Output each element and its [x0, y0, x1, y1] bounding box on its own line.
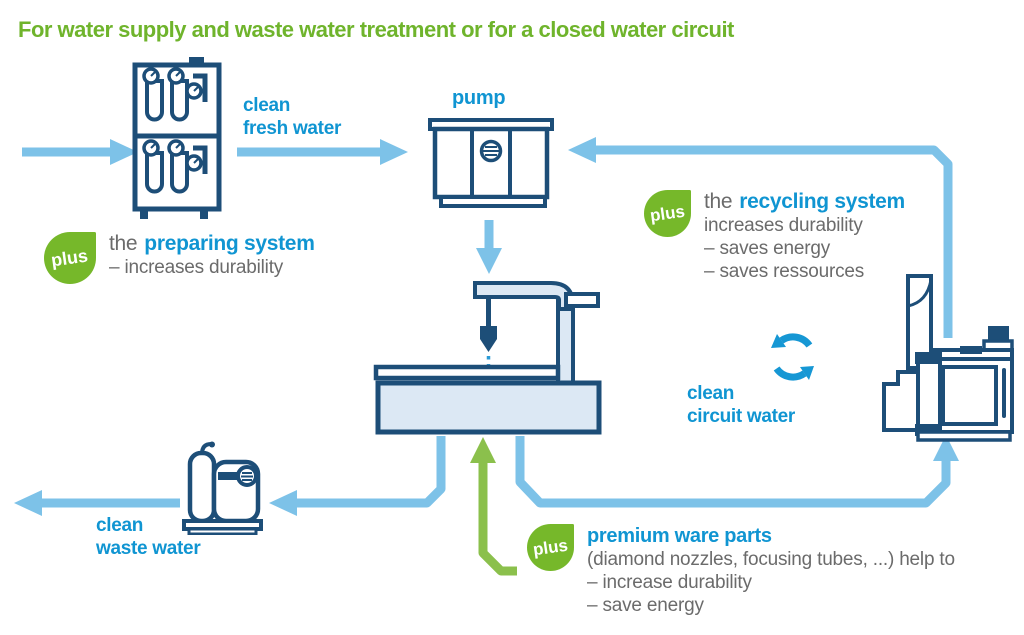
premium-callout: plus premium ware parts (diamond nozzles… — [527, 524, 955, 617]
preparing-system-icon — [132, 57, 222, 219]
premium-callout-text: premium ware parts (diamond nozzles, foc… — [587, 524, 955, 617]
preparing-callout-heading: the preparing system — [109, 232, 315, 256]
callout-title: premium ware parts — [587, 525, 772, 547]
pipe-basin-to-recycler-arrow — [515, 435, 959, 508]
cutting-machine-icon — [373, 281, 602, 435]
diagram-title: For water supply and waste water treatme… — [18, 17, 734, 42]
clean-circuit-water-label: clean circuit water — [687, 383, 796, 427]
preparing-callout-text: the preparing system – increases durabili… — [109, 232, 315, 279]
plus-badge-label: plus — [50, 245, 90, 270]
callout-line: – increase durability — [587, 572, 752, 593]
callout-line: (diamond nozzles, focusing tubes, ...) h… — [587, 549, 955, 570]
callout-title: preparing system — [144, 232, 315, 255]
plus-icon: plus — [644, 190, 691, 237]
pipe-basin-to-waste-arrow — [269, 436, 446, 516]
pipe-inflow-arrow — [22, 139, 138, 165]
callout-title: recycling system — [739, 190, 905, 213]
pipe-premium-parts-arrow — [470, 437, 517, 576]
pipe-waste-out-arrow — [14, 490, 180, 516]
callout-line: – saves energy — [704, 238, 831, 259]
pump-icon — [428, 118, 554, 208]
clean-fresh-water-label: clean fresh water — [243, 95, 342, 139]
recycling-callout-heading: the recycling system — [704, 190, 905, 214]
premium-callout-heading: premium ware parts — [587, 524, 955, 548]
pipe-return-arrow — [568, 137, 953, 338]
waste-treatment-machine-icon — [182, 441, 263, 535]
plus-icon: plus — [44, 232, 96, 284]
recycling-callout-text: the recycling system increases durability… — [704, 190, 905, 283]
callout-line: – save energy — [587, 595, 704, 616]
pump-label: pump — [452, 87, 506, 109]
pipe-fresh-water-arrow — [237, 139, 408, 165]
recycling-machine-icon — [882, 274, 1014, 442]
callout-line: – saves ressources — [704, 261, 865, 282]
plus-icon: plus — [527, 524, 574, 571]
preparing-callout: plus the preparing system – increases dur… — [44, 232, 315, 284]
plus-badge-label: plus — [648, 201, 687, 225]
plus-badge-label: plus — [531, 535, 570, 559]
callout-line: increases durability — [704, 215, 863, 236]
recycle-icon — [771, 333, 814, 381]
callout-line: – increases durability — [109, 257, 284, 278]
callout-prefix: the — [109, 232, 138, 255]
clean-waste-water-label: clean waste water — [96, 515, 201, 559]
recycling-callout: plus the recycling system increases durab… — [644, 190, 905, 283]
pipe-pump-down-arrow — [476, 220, 502, 274]
callout-prefix: the — [704, 190, 733, 213]
